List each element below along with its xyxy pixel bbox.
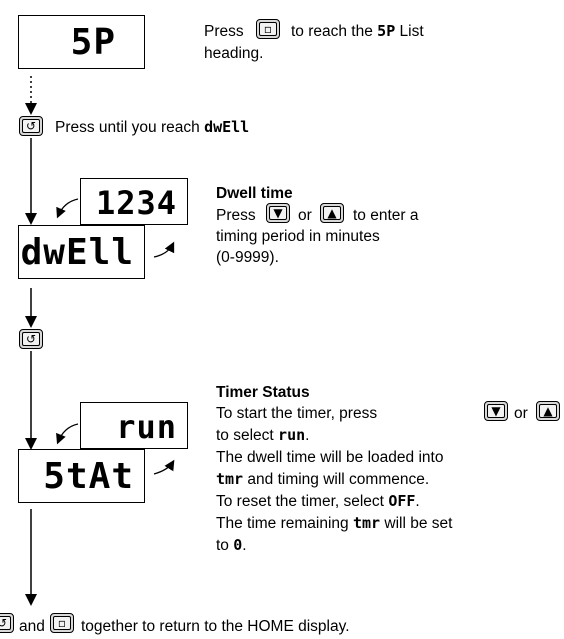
step1-text-a: to reach the — [291, 23, 373, 40]
timer-line1: To start the timer, press — [216, 405, 378, 422]
timer-line7-end: . — [242, 537, 247, 554]
timer-title: Timer Status — [216, 384, 310, 401]
down-arrow-key-icon[interactable]: ▼ — [266, 203, 290, 223]
dwell-or: or — [298, 207, 312, 224]
step1-line2: heading. — [204, 45, 264, 62]
dwell-line3: (0-9999). — [216, 249, 279, 266]
scroll-key-icon[interactable]: ↺ — [19, 116, 43, 136]
dwell-title: Dwell time — [216, 185, 293, 202]
curved-arrow — [153, 459, 175, 475]
step1-code: 5P — [377, 22, 396, 40]
timer-line3: The dwell time will be loaded into — [216, 449, 444, 466]
timer-line6-text: The time remaining — [216, 515, 349, 532]
dwell-line2: timing period in minutes — [216, 228, 380, 245]
step1-line1: Press — [204, 21, 244, 42]
timer-line7-text: to — [216, 537, 229, 554]
dwell-text-a: to enter a — [353, 207, 419, 224]
status-value-display: run — [80, 402, 188, 449]
page-key-icon[interactable]: ▫ — [50, 613, 74, 633]
sp-display-value: 5P — [70, 22, 116, 63]
timer-line6-code: tmr — [352, 514, 381, 532]
timer-or: or — [514, 405, 528, 422]
timer-line2-code: run — [278, 426, 306, 444]
dwell-value: 1234 — [95, 184, 177, 222]
timer-line5-end: . — [415, 493, 420, 510]
page-key-icon[interactable]: ▫ — [256, 19, 280, 39]
step1-press: Press — [204, 23, 244, 40]
timer-line6-text-b: will be set — [384, 515, 453, 532]
up-arrow-key-icon[interactable]: ▲ — [320, 203, 344, 223]
timer-line2-text: to select — [216, 427, 274, 444]
dwell-param-display: dwEll — [18, 225, 145, 279]
curved-arrow — [56, 423, 79, 445]
step1-text-b: List — [399, 23, 424, 40]
step2-text: Press until you reach — [55, 119, 200, 136]
status-param-display: 5tAt — [18, 449, 145, 503]
curved-arrow — [153, 241, 175, 258]
timer-line7: to 0. — [216, 535, 247, 556]
down-arrow-key-icon[interactable]: ▼ — [484, 401, 508, 421]
timer-line2: to select run. — [216, 425, 309, 446]
step2-code: dwEll — [204, 118, 250, 136]
timer-line4-code: tmr — [216, 470, 244, 488]
curved-arrow — [56, 198, 79, 219]
timer-line2-end: . — [305, 427, 310, 444]
dwell-value-display: 1234 — [80, 178, 188, 225]
footer-and: and — [19, 618, 45, 635]
status-value: run — [116, 408, 177, 446]
timer-line4: tmr and timing will commence. — [216, 469, 429, 490]
scroll-key-icon[interactable]: ↺ — [19, 329, 43, 349]
step1-line1-rest: to reach the 5P List — [291, 21, 424, 42]
step2-line: Press until you reach dwEll — [55, 117, 249, 138]
status-param: 5tAt — [43, 456, 134, 497]
timer-line4-text: and timing will commence. — [247, 471, 430, 488]
timer-line7-code: 0 — [233, 536, 243, 554]
timer-line5-code: OFF — [388, 492, 416, 510]
dwell-line1-press: Press — [216, 207, 256, 224]
sp-display: 5P — [18, 15, 145, 69]
footer-text: together to return to the HOME display. — [81, 618, 350, 635]
up-arrow-key-icon[interactable]: ▲ — [536, 401, 560, 421]
dwell-param: dwEll — [20, 232, 134, 273]
timer-line5-text: To reset the timer, select — [216, 493, 384, 510]
scroll-key-icon[interactable]: ↺ — [0, 613, 14, 633]
timer-line5: To reset the timer, select OFF. — [216, 491, 420, 512]
timer-line6: The time remaining tmr will be set — [216, 513, 452, 534]
